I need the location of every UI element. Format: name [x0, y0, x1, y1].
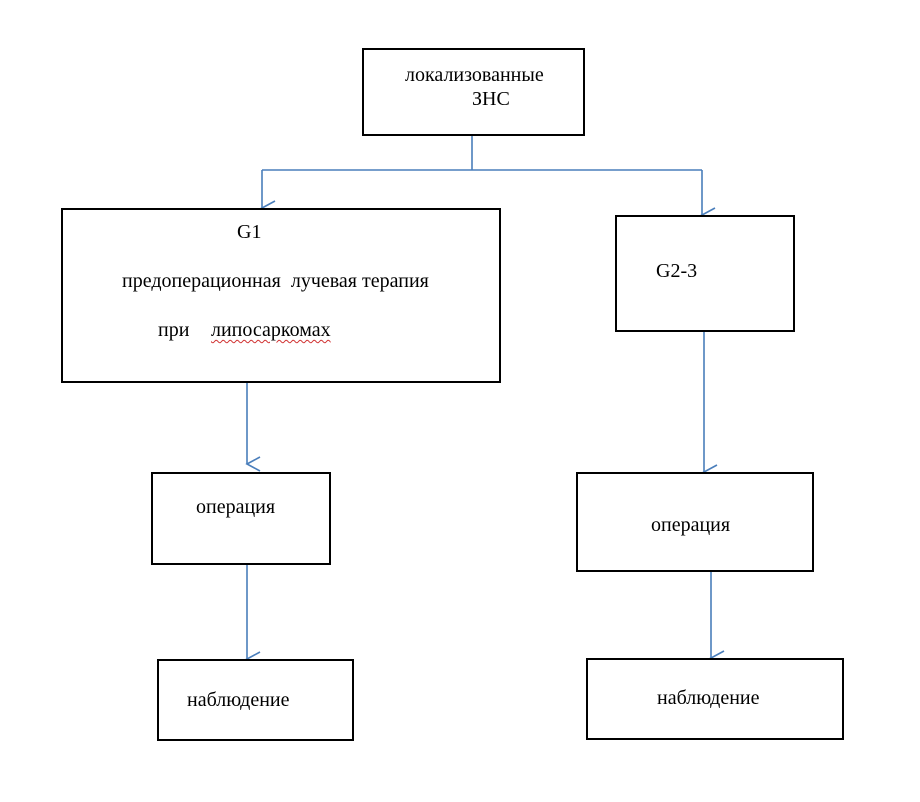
g23-node-box	[615, 215, 795, 332]
right-observation-box	[586, 658, 844, 740]
left-observation-label: наблюдение	[187, 689, 290, 711]
g23-grade-label: G2-3	[656, 260, 698, 282]
right-operation-label: операция	[651, 514, 731, 536]
root-node-box	[362, 48, 585, 136]
right-operation-box	[576, 472, 814, 572]
left-operation-label: операция	[196, 496, 276, 518]
root-node-label-line2: ЗНС	[472, 88, 510, 110]
g1-treatment-label: предоперационная лучевая терапия	[122, 270, 429, 292]
left-observation-box	[157, 659, 354, 741]
root-node-label-line1: локализованные	[405, 64, 544, 86]
left-operation-box	[151, 472, 331, 565]
g1-condition-prefix: при	[158, 319, 190, 341]
g1-node-box	[61, 208, 501, 383]
g1-grade-label: G1	[237, 221, 262, 243]
g1-condition-word: липосаркомах	[211, 319, 331, 341]
right-observation-label: наблюдение	[657, 687, 760, 709]
